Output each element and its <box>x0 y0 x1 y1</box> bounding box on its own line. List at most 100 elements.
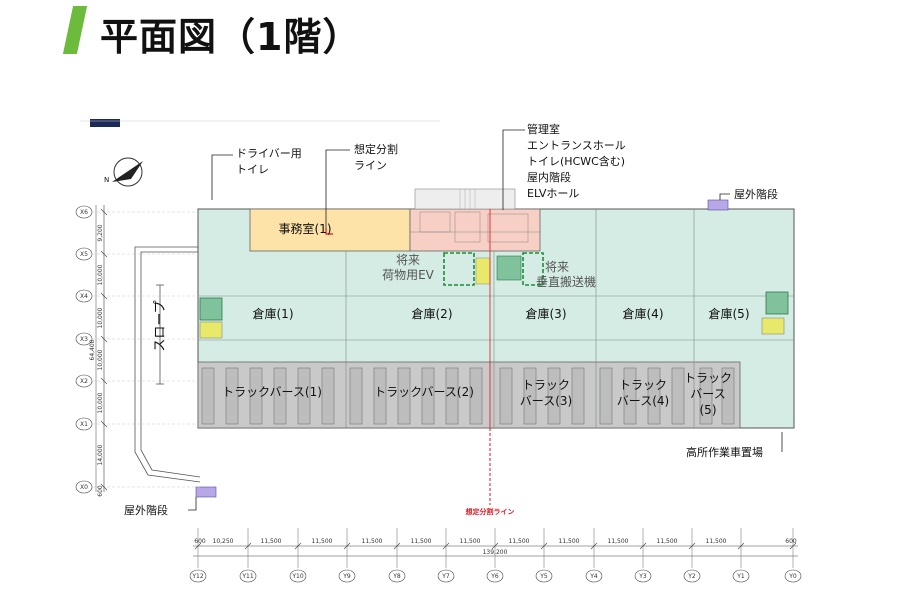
bottom-dim-label: 11,500 <box>460 538 481 545</box>
future-conveyor-label-2: 垂直搬送機 <box>536 274 596 289</box>
north-arrow-icon: N <box>104 157 143 187</box>
y-axis-bubble <box>732 569 750 583</box>
stair-core-west <box>199 297 223 339</box>
bottom-dim-label: 10,250 <box>213 538 234 545</box>
x-axis-label: X0 <box>80 484 88 491</box>
bottom-dim-label: 11,500 <box>509 538 530 545</box>
outdoor-stair-sw-label: 屋外階段 <box>124 503 168 517</box>
bottom-dim-label: 11,500 <box>657 538 678 545</box>
ramp <box>134 246 201 483</box>
y-axis-bubble <box>683 569 701 583</box>
bottom-dim-label: 600 <box>194 538 206 545</box>
stair-core-east <box>761 291 789 335</box>
bottom-total-label: 139,200 <box>483 549 508 556</box>
bottom-dim-label: 11,500 <box>608 538 629 545</box>
elevator-core <box>475 255 522 285</box>
split-callout-1: 想定分割 <box>354 142 398 156</box>
future-conveyor-box <box>522 252 544 286</box>
core-zone <box>409 208 541 252</box>
y-axis-bubble <box>535 569 553 583</box>
y-axis-label: Y11 <box>241 573 253 580</box>
warehouse-label-2: 倉庫(2) <box>412 306 453 321</box>
y-axis-label: Y3 <box>638 573 647 580</box>
future-ev-label-1: 将来 <box>396 253 420 267</box>
y-axis-label: Y5 <box>539 573 548 580</box>
truck-berth-label-1: トラックバース(1) <box>222 385 322 399</box>
core-callout-1: 管理室 <box>527 122 560 136</box>
y-axis-bubble <box>784 569 802 583</box>
core-callout-4: 屋内階段 <box>527 170 571 184</box>
office-room <box>249 208 411 252</box>
x-axis-label: X4 <box>80 293 88 300</box>
truck-berth-label-5: トラック <box>684 371 732 385</box>
y-axis-label: Y8 <box>392 573 401 580</box>
truck-berth-label-4: バース(4) <box>617 394 669 408</box>
left-dim-label: 10,000 <box>97 392 104 413</box>
y-axis-bubble <box>338 569 356 583</box>
future-ev-box <box>443 252 475 286</box>
truck-berth-label-3: トラック <box>522 378 570 392</box>
bottom-dim-label: 11,500 <box>559 538 580 545</box>
y-axis-bubble <box>437 569 455 583</box>
core-callout-2: エントランスホール <box>527 139 626 152</box>
bottom-dim-label: 600 <box>785 538 797 545</box>
driver-toilet-label-1: ドライバー用 <box>236 147 302 160</box>
bottom-dim-label: 11,500 <box>312 538 333 545</box>
page-title: 平面図（1階） <box>100 15 362 59</box>
truck-berth-label-5: (5) <box>700 403 717 417</box>
x-axis-label: X2 <box>80 378 88 385</box>
y-axis-bubble <box>289 569 307 583</box>
y-axis-bubble <box>634 569 652 583</box>
left-total-label: 64,400 <box>89 339 96 360</box>
y-axis-label: Y10 <box>291 573 303 580</box>
warehouse-label-3: 倉庫(3) <box>526 306 567 321</box>
aerial-vehicle-label: 高所作業車置場 <box>686 445 763 459</box>
left-dim-label: 9,200 <box>97 224 104 241</box>
future-ev-label-2: 荷物用EV <box>382 268 435 282</box>
bottom-dim-label: 11,500 <box>706 538 727 545</box>
left-dim-label: 10,000 <box>97 264 104 285</box>
left-dim-label: 14,000 <box>97 444 104 465</box>
warehouse-label-4: 倉庫(4) <box>623 306 664 321</box>
slope-label: スロープ <box>153 300 168 351</box>
outdoor-stair-ne-label: 屋外階段 <box>734 187 778 201</box>
legend-mark <box>90 119 120 127</box>
truck-berth-label-4: トラック <box>619 378 667 392</box>
office-label: 事務室(1) <box>279 221 332 236</box>
bottom-dim-label: 11,500 <box>362 538 383 545</box>
x-axis-label: X1 <box>80 421 88 428</box>
warehouse-label-1: 倉庫(1) <box>253 306 294 321</box>
y-axis-label: Y0 <box>788 573 797 580</box>
split-callout-2: ライン <box>354 159 387 172</box>
outdoor-stair-ne <box>707 199 729 211</box>
y-axis-bubble <box>189 569 207 583</box>
y-axis-label: Y1 <box>736 573 745 580</box>
future-conveyor-label-1: 将来 <box>545 260 569 274</box>
left-dim-label: 600 <box>97 485 104 497</box>
bottom-dim-label: 11,500 <box>261 538 282 545</box>
x-axis-label: X5 <box>80 251 88 258</box>
y-axis-label: Y7 <box>441 573 450 580</box>
core-callout-5: ELVホール <box>527 187 579 200</box>
bottom-dim-label: 11,500 <box>411 538 432 545</box>
north-label: N <box>104 176 109 184</box>
warehouse-label-5: 倉庫(5) <box>709 306 750 321</box>
x-axis-label: X3 <box>80 336 88 343</box>
y-axis-bubble <box>486 569 504 583</box>
core-callout-3: トイレ(HCWC含む) <box>527 154 625 168</box>
y-axis-bubble <box>585 569 603 583</box>
truck-berth-label-5: バース <box>690 387 725 401</box>
driver-toilet-label-2: トイレ <box>236 163 269 176</box>
left-dim-label: 10,000 <box>97 307 104 328</box>
y-axis-bubble <box>239 569 257 583</box>
y-axis-label: Y6 <box>490 573 499 580</box>
split-line-bottom-label: 想定分割ライン <box>466 507 515 516</box>
left-dim-label: 10,000 <box>97 349 104 370</box>
y-axis-label: Y2 <box>687 573 696 580</box>
truck-berth-label-3: バース(3) <box>520 394 572 408</box>
x-axis-label: X6 <box>80 209 88 216</box>
y-axis-label: Y9 <box>342 573 351 580</box>
